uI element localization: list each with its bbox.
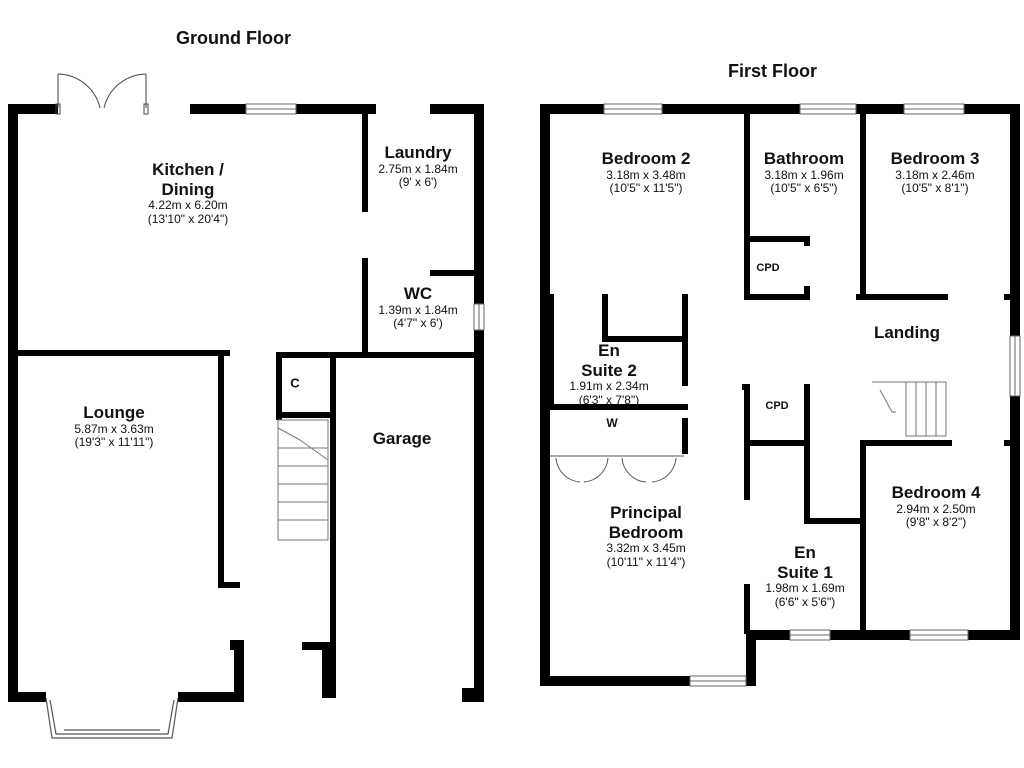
room-name: En Suite 2 xyxy=(581,341,637,380)
room-name: Bedroom 2 xyxy=(601,149,691,168)
room-imperial: (13'10" x 20'4") xyxy=(147,211,229,226)
ground-floor-windows xyxy=(245,103,485,331)
room-metric: 1.91m x 2.34m xyxy=(569,379,649,394)
ground-floor-walls xyxy=(8,104,484,702)
lounge-bay-window xyxy=(45,697,179,739)
room-name: Bathroom xyxy=(763,149,845,168)
room-lounge: Lounge 5.87m x 3.63m (19'3" x 11'11") xyxy=(74,403,153,450)
room-principal-bedroom: Principal Bedroom 3.32m x 3.45m (10'11" … xyxy=(606,503,685,570)
cupboard-label: C xyxy=(290,375,300,391)
room-laundry: Laundry 2.75m x 1.84m (9' x 6') xyxy=(378,143,457,190)
room-metric: 1.39m x 1.84m xyxy=(378,302,458,317)
first-floor-title: First Floor xyxy=(728,61,817,81)
room-name: WC xyxy=(403,284,433,303)
room-metric: 2.94m x 2.50m xyxy=(896,501,976,516)
room-name: Laundry xyxy=(384,143,452,162)
room-kitchen-dining: Kitchen / Dining 4.22m x 6.20m (13'10" x… xyxy=(148,160,228,227)
room-bedroom-3: Bedroom 3 3.18m x 2.46m (10'5" x 8'1") xyxy=(891,149,980,196)
room-name: Garage xyxy=(372,429,432,448)
room-name: Principal Bedroom xyxy=(608,503,684,542)
room-metric: 1.98m x 1.69m xyxy=(765,581,845,596)
room-en-suite-1: En Suite 1 1.98m x 1.69m (6'6" x 5'6") xyxy=(765,543,844,610)
cpd-label-top: CPD xyxy=(756,262,780,274)
room-imperial: (10'5" x 6'5") xyxy=(770,181,838,196)
room-imperial: (9' x 6') xyxy=(398,175,438,190)
room-bedroom-2: Bedroom 2 3.18m x 3.48m (10'5" x 11'5") xyxy=(602,149,691,196)
wardrobe-doors xyxy=(550,455,684,483)
room-metric: 3.18m x 3.48m xyxy=(606,167,686,182)
room-metric: 3.32m x 3.45m xyxy=(606,541,686,556)
room-name: Kitchen / Dining xyxy=(152,160,224,199)
room-imperial: (6'3" x 7'8") xyxy=(578,392,640,407)
room-metric: 5.87m x 3.63m xyxy=(74,421,154,436)
room-imperial: (10'5" x 11'5") xyxy=(609,181,683,196)
room-imperial: (6'6" x 5'6") xyxy=(774,594,836,609)
first-floor-stairs xyxy=(872,381,947,437)
room-name: En Suite 1 xyxy=(777,543,833,582)
room-en-suite-2: En Suite 2 1.91m x 2.34m (6'3" x 7'8") xyxy=(569,341,648,408)
room-name: Bedroom 3 xyxy=(890,149,980,168)
room-name: Landing xyxy=(873,323,941,342)
room-bedroom-4: Bedroom 4 2.94m x 2.50m (9'8" x 8'2") xyxy=(892,483,981,530)
room-metric: 4.22m x 6.20m xyxy=(148,198,228,213)
first-floor-walls xyxy=(540,104,1020,686)
patio-door xyxy=(55,73,149,115)
ground-floor-title: Ground Floor xyxy=(176,28,291,48)
room-metric: 3.18m x 1.96m xyxy=(764,167,844,182)
room-imperial: (10'5" x 8'1") xyxy=(901,181,969,196)
room-name: Lounge xyxy=(83,403,145,422)
room-wc: WC 1.39m x 1.84m (4'7" x 6') xyxy=(378,284,457,331)
room-garage: Garage xyxy=(373,429,432,449)
ground-floor-stairs xyxy=(277,419,329,541)
wardrobe-label: W xyxy=(606,416,618,430)
room-imperial: (9'8" x 8'2") xyxy=(905,515,967,530)
first-floor-windows xyxy=(603,103,1021,687)
room-name: Bedroom 4 xyxy=(891,483,981,502)
room-imperial: (19'3" x 11'11") xyxy=(74,435,154,450)
room-imperial: (4'7" x 6') xyxy=(393,316,443,331)
cpd-label-mid: CPD xyxy=(765,400,789,412)
room-imperial: (10'11" x 11'4") xyxy=(606,554,686,569)
room-landing: Landing xyxy=(874,323,940,343)
room-bathroom: Bathroom 3.18m x 1.96m (10'5" x 6'5") xyxy=(764,149,844,196)
room-metric: 2.75m x 1.84m xyxy=(378,161,458,176)
room-metric: 3.18m x 2.46m xyxy=(895,167,975,182)
